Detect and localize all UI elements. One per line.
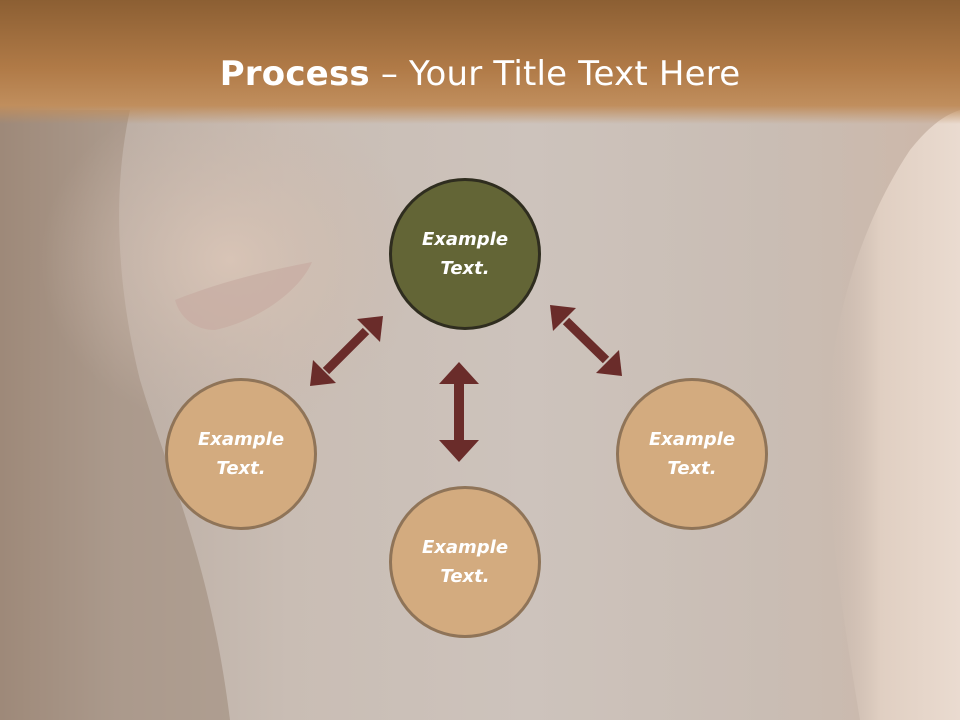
node-center-label: Example Text. — [421, 229, 509, 279]
node-right: Example Text. — [616, 378, 768, 530]
header-bar — [0, 0, 960, 124]
title-bold: Process — [219, 54, 370, 94]
node-bottom-label: Example Text. — [421, 537, 509, 587]
arrow-center-left — [310, 316, 383, 386]
face-shape — [40, 90, 420, 430]
arrow-center-right — [550, 305, 622, 376]
node-left: Example Text. — [165, 378, 317, 530]
hand-shape — [827, 110, 960, 720]
node-right-label: Example Text. — [648, 429, 736, 479]
node-bottom: Example Text. — [389, 486, 541, 638]
lips-shape — [175, 262, 312, 330]
title-rest: – Your Title Text Here — [369, 54, 741, 94]
slide-title: Process – Your Title Text Here — [0, 52, 960, 96]
arrow-center-bottom — [439, 362, 479, 462]
node-center: Example Text. — [389, 178, 541, 330]
node-left-label: Example Text. — [197, 429, 285, 479]
